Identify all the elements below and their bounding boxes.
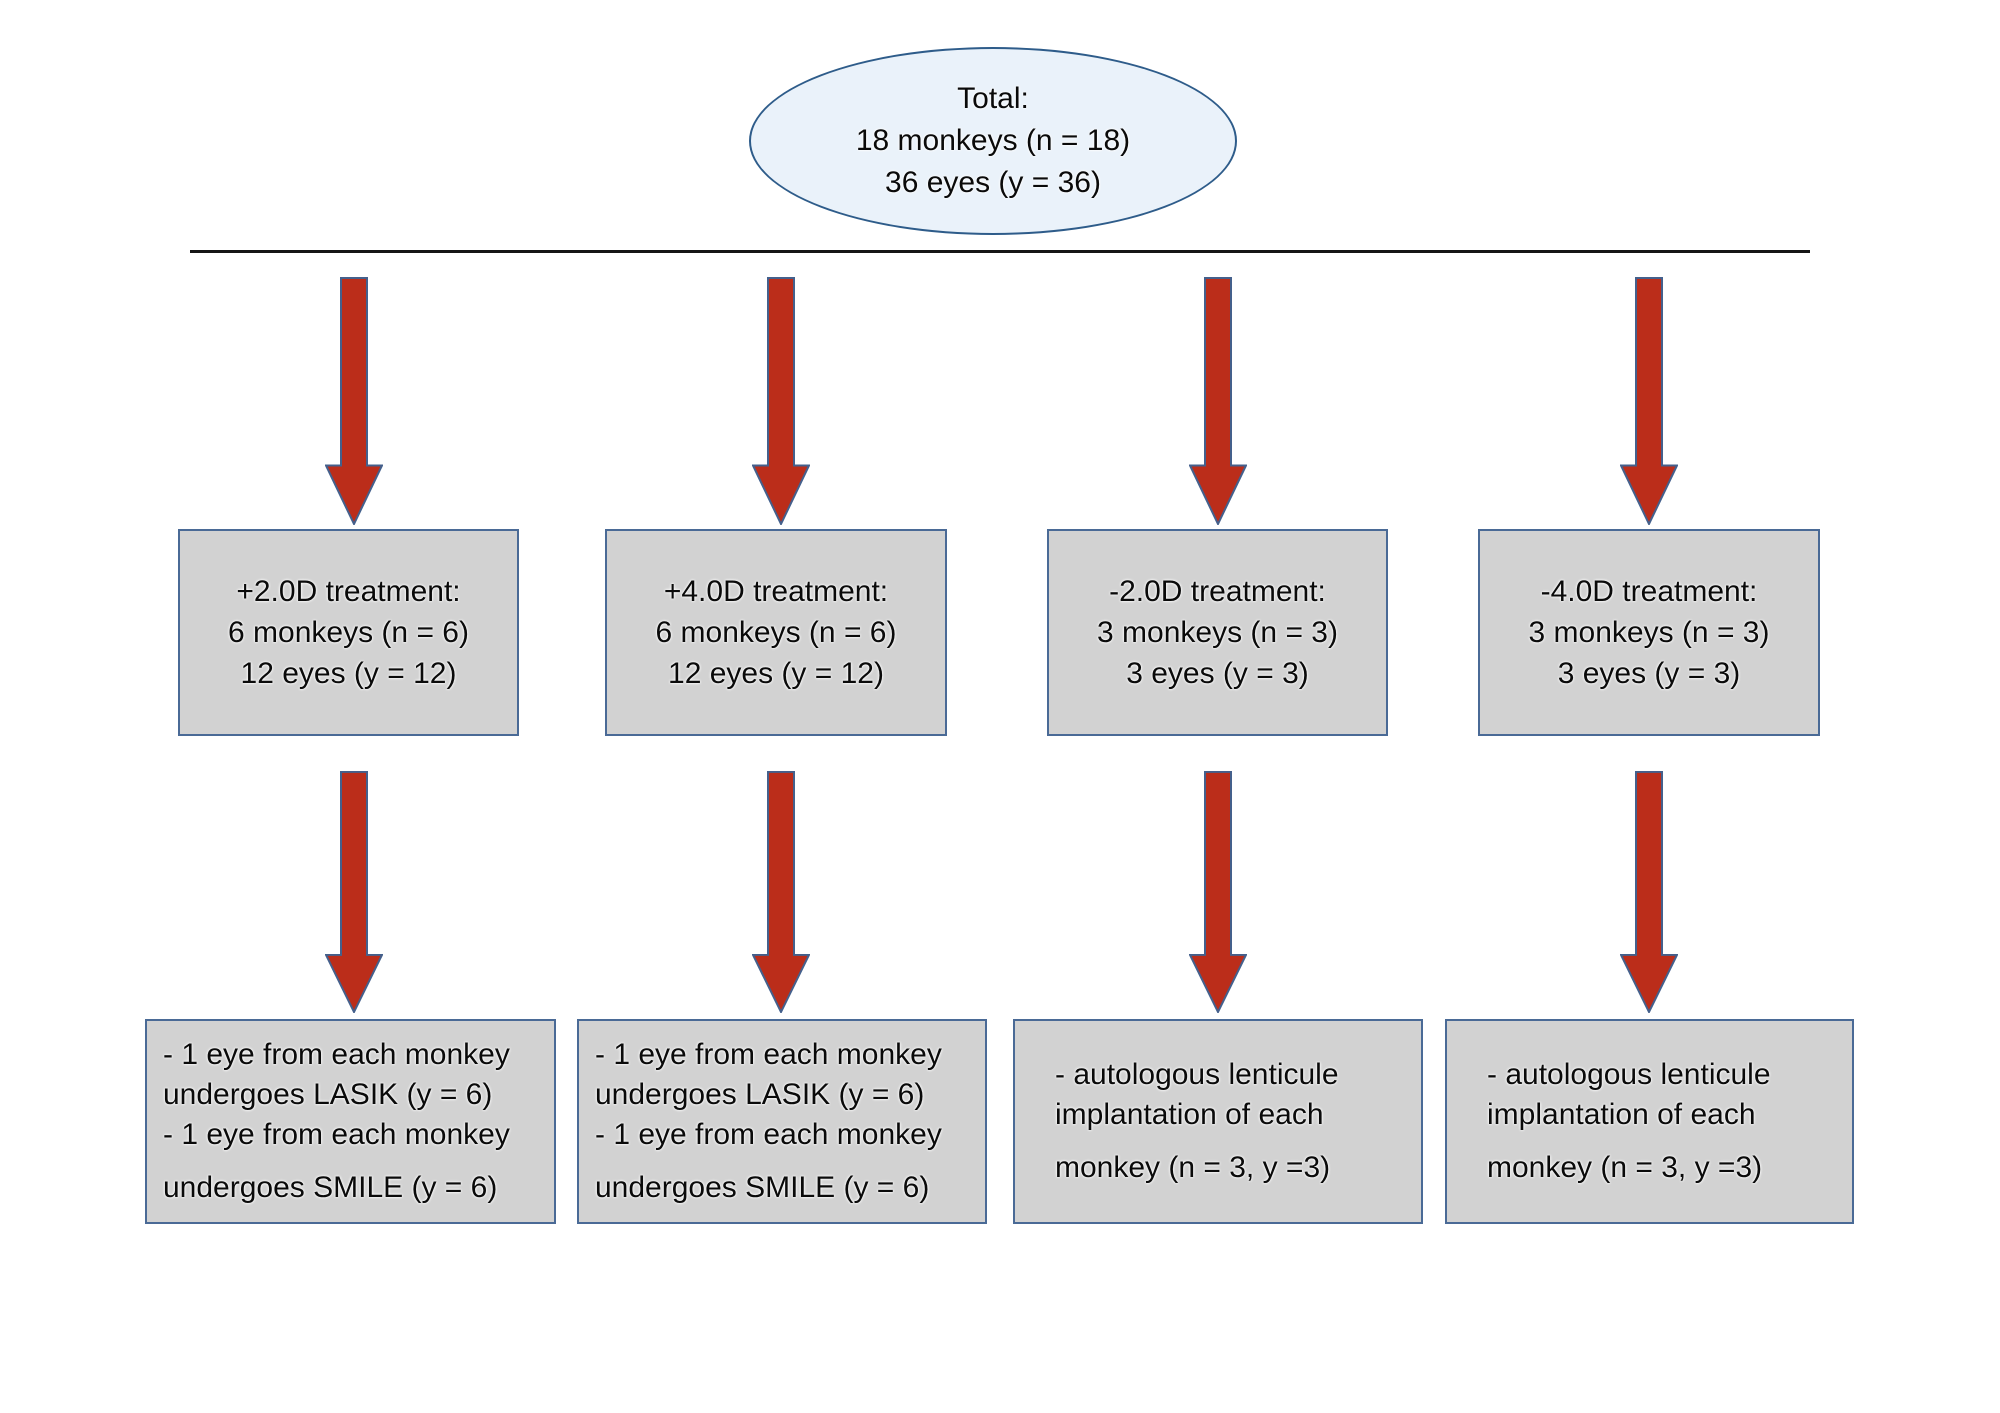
down-arrow-icon xyxy=(1620,771,1678,1013)
box-line: 3 eyes (y = 3) xyxy=(1557,657,1741,690)
total-node-line: Total: xyxy=(957,82,1029,115)
box-line: 12 eyes (y = 12) xyxy=(240,657,457,690)
box-line: - 1 eye from each monkey xyxy=(163,1118,510,1151)
divider-line xyxy=(190,250,1810,253)
box-line: undergoes LASIK (y = 6) xyxy=(163,1078,493,1111)
box-line: 3 monkeys (n = 3) xyxy=(1097,616,1338,649)
procedure-box-minus2d: - autologous lenticule implantation of e… xyxy=(1013,1019,1423,1224)
box-line: - autologous lenticule xyxy=(1487,1058,1771,1091)
procedure-box-minus4d: - autologous lenticule implantation of e… xyxy=(1445,1019,1854,1224)
down-arrow-icon xyxy=(1189,277,1247,525)
box-line: - 1 eye from each monkey xyxy=(595,1118,942,1151)
box-line: monkey (n = 3, y =3) xyxy=(1487,1151,1763,1184)
total-node-line: 18 monkeys (n = 18) xyxy=(855,124,1131,157)
box-line: - 1 eye from each monkey xyxy=(595,1038,942,1071)
down-arrow-icon xyxy=(325,771,383,1013)
procedure-box-plus4d: - 1 eye from each monkey undergoes LASIK… xyxy=(577,1019,987,1224)
down-arrow-icon xyxy=(1620,277,1678,525)
box-line: +2.0D treatment: xyxy=(236,575,461,608)
box-line: undergoes SMILE (y = 6) xyxy=(595,1171,930,1204)
total-node: Total: 18 monkeys (n = 18) 36 eyes (y = … xyxy=(749,47,1237,235)
box-line: undergoes SMILE (y = 6) xyxy=(163,1171,498,1204)
box-line: undergoes LASIK (y = 6) xyxy=(595,1078,925,1111)
down-arrow-icon xyxy=(752,277,810,525)
procedure-box-plus2d: - 1 eye from each monkey undergoes LASIK… xyxy=(145,1019,556,1224)
box-line: -4.0D treatment: xyxy=(1540,575,1758,608)
treatment-box-plus4d: +4.0D treatment: 6 monkeys (n = 6) 12 ey… xyxy=(605,529,947,736)
treatment-box-minus4d: -4.0D treatment: 3 monkeys (n = 3) 3 eye… xyxy=(1478,529,1820,736)
box-line: 3 eyes (y = 3) xyxy=(1126,657,1309,690)
box-line: implantation of each xyxy=(1487,1098,1756,1131)
down-arrow-icon xyxy=(1189,771,1247,1013)
box-line: 12 eyes (y = 12) xyxy=(668,657,884,690)
box-line: +4.0D treatment: xyxy=(663,575,889,608)
box-line: -2.0D treatment: xyxy=(1109,575,1326,608)
box-line: 6 monkeys (n = 6) xyxy=(228,616,469,649)
total-node-line: 36 eyes (y = 36) xyxy=(885,166,1101,199)
box-line: monkey (n = 3, y =3) xyxy=(1055,1151,1331,1184)
down-arrow-icon xyxy=(752,771,810,1013)
box-line: 3 monkeys (n = 3) xyxy=(1528,616,1770,649)
down-arrow-icon xyxy=(325,277,383,525)
treatment-box-minus2d: -2.0D treatment: 3 monkeys (n = 3) 3 eye… xyxy=(1047,529,1388,736)
box-line: - 1 eye from each monkey xyxy=(163,1038,510,1071)
box-line: implantation of each xyxy=(1055,1098,1324,1131)
box-line: 6 monkeys (n = 6) xyxy=(655,616,897,649)
box-line: - autologous lenticule xyxy=(1055,1058,1339,1091)
treatment-box-plus2d: +2.0D treatment: 6 monkeys (n = 6) 12 ey… xyxy=(178,529,519,736)
